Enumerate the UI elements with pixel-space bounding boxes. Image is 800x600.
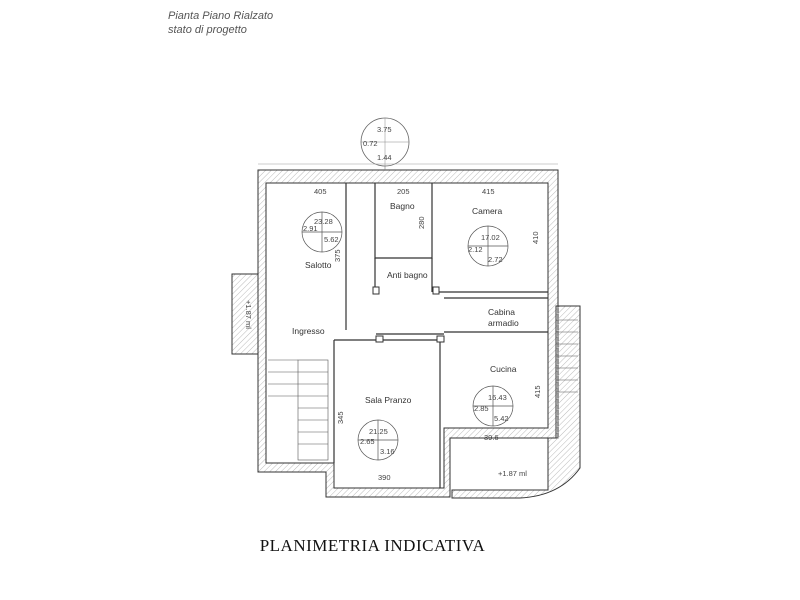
level-left: +1.87 ml [244, 300, 253, 329]
room-label-cucina: Cucina [490, 364, 517, 374]
dim-405: 405 [314, 187, 327, 196]
room-label-armadio: armadio [488, 318, 519, 328]
left-balcony [231, 273, 259, 355]
dim-345: 345 [336, 411, 345, 424]
salotto-area: 23.28 [314, 217, 333, 226]
window-symbol: 3.75 0.72 1.44 [360, 117, 410, 170]
cucina-data [472, 385, 514, 427]
cucina-value: 5.42 [494, 414, 509, 423]
sala-pranzo-data [357, 419, 399, 461]
plan-title: Pianta Piano Rialzato [168, 10, 274, 22]
salotto-data [301, 211, 343, 253]
dim-415-right: 415 [533, 385, 542, 398]
dim-280: 280 [417, 216, 426, 229]
window-left-value: 0.72 [363, 139, 378, 148]
plan-subtitle: stato di progetto [168, 24, 247, 36]
window-top-value: 3.75 [377, 125, 392, 134]
dim-375: 375 [333, 249, 342, 262]
window-bottom-value: 1.44 [377, 153, 392, 162]
cucina-area: 16.43 [488, 393, 507, 402]
footer-title: PLANIMETRIA INDICATIVA [259, 536, 486, 555]
dim-415-top: 415 [482, 187, 495, 196]
room-label-sala-pranzo: Sala Pranzo [365, 395, 412, 405]
camera-height: 2.12 [468, 245, 483, 254]
room-label-camera: Camera [472, 206, 503, 216]
room-label-salotto: Salotto [305, 260, 332, 270]
camera-data [467, 225, 509, 267]
sala-pranzo-value: 3.16 [380, 447, 395, 456]
right-stairs [556, 319, 578, 393]
dim-410: 410 [531, 231, 540, 244]
inner-wall [265, 182, 549, 489]
cucina-height: 2.85 [474, 404, 489, 413]
sala-pranzo-area: 21.25 [369, 427, 388, 436]
room-label-ingresso: Ingresso [292, 326, 325, 336]
room-label-bagno: Bagno [390, 201, 415, 211]
salotto-height: 2.91 [303, 224, 318, 233]
room-label-cabina: Cabina [488, 307, 515, 317]
camera-area: 17.02 [481, 233, 500, 242]
camera-value: 2.72 [488, 255, 503, 264]
level-right: +1.87 ml [498, 469, 527, 478]
left-stairs [268, 359, 329, 461]
room-label-anti-bagno: Anti bagno [387, 270, 428, 280]
sala-pranzo-height: 2.65 [360, 437, 375, 446]
dim-390: 390 [378, 473, 391, 482]
dim-39-6: 39.6 [484, 433, 499, 442]
right-terrace [451, 305, 581, 499]
dim-205: 205 [397, 187, 410, 196]
interior-walls [333, 183, 548, 488]
salotto-value: 5.62 [324, 235, 339, 244]
